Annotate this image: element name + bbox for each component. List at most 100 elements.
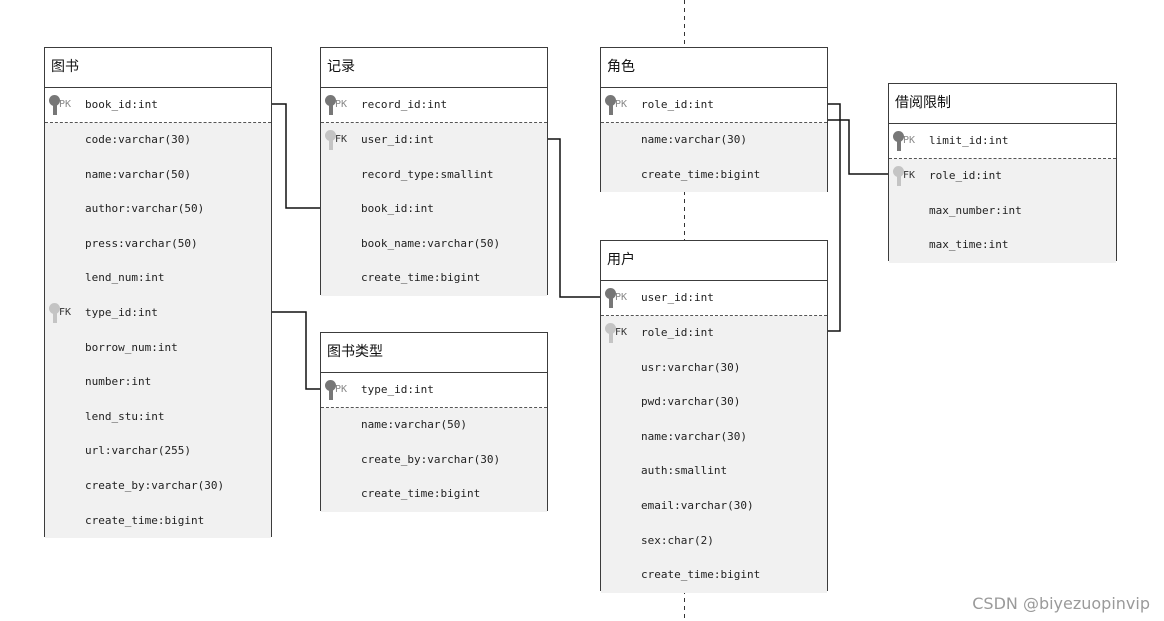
table-user[interactable]: 用户 PK user_id:int FK role_id:int usr:var… <box>600 240 828 593</box>
field-row: create_by:varchar(30) <box>321 443 547 478</box>
table-title: 记录 <box>321 48 547 88</box>
foreign-key-icon <box>325 130 336 150</box>
field-row: url:varchar(255) <box>45 434 271 469</box>
table-title: 图书 <box>45 48 271 88</box>
primary-key-icon <box>893 131 904 151</box>
field-name: author:varchar(50) <box>85 202 205 216</box>
key-tag: PK <box>59 99 72 110</box>
watermark: CSDN @biyezuopinvip <box>972 594 1150 613</box>
field-row: borrow_num:int <box>45 331 271 366</box>
field-row: number:int <box>45 365 271 400</box>
field-row: name:varchar(50) <box>45 158 271 193</box>
table-record[interactable]: 记录 PK record_id:int FK user_id:int recor… <box>320 47 548 296</box>
field-name: user_id:int <box>361 133 434 146</box>
field-name: create_time:bigint <box>641 167 761 181</box>
relation-book-record <box>271 103 321 209</box>
field-name: lend_stu:int <box>85 409 165 423</box>
field-row: press:varchar(50) <box>45 227 271 262</box>
field-name: name:varchar(30) <box>641 429 747 443</box>
field-row: record_type:smallint <box>321 158 547 193</box>
field-row: pwd:varchar(30) <box>601 385 827 420</box>
field-name: lend_num:int <box>85 271 165 285</box>
field-name: create_time:bigint <box>85 513 205 527</box>
field-name: book_id:int <box>85 98 158 111</box>
field-row: author:varchar(50) <box>45 192 271 227</box>
key-tag: PK <box>903 135 916 146</box>
key-tag: FK <box>335 134 348 145</box>
field-row: code:varchar(30) <box>45 123 271 158</box>
field-name: book_id:int <box>361 202 434 216</box>
table-book[interactable]: 图书 PK book_id:int code:varchar(30) name:… <box>44 47 272 539</box>
field-row: lend_num:int <box>45 261 271 296</box>
primary-key-row: PK limit_id:int <box>889 124 1116 159</box>
table-borrow-limit[interactable]: 借阅限制 PK limit_id:int FK role_id:int max_… <box>888 83 1117 263</box>
field-row: email:varchar(30) <box>601 489 827 524</box>
key-tag: PK <box>335 384 348 395</box>
field-row: create_time:bigint <box>601 158 827 193</box>
field-name: type_id:int <box>361 383 434 396</box>
field-name: url:varchar(255) <box>85 444 191 458</box>
field-row: max_number:int <box>889 194 1116 229</box>
field-name: code:varchar(30) <box>85 133 191 146</box>
field-row: create_time:bigint <box>601 558 827 593</box>
field-name: max_time:int <box>929 238 1009 252</box>
field-name: create_by:varchar(30) <box>361 452 501 466</box>
relation-role-limit <box>827 119 889 175</box>
table-title: 用户 <box>601 241 827 281</box>
primary-key-row: PK record_id:int <box>321 88 547 123</box>
relation-record-user <box>547 138 601 298</box>
primary-key-row: PK type_id:int <box>321 373 547 408</box>
field-list: name:varchar(30) create_time:bigint <box>601 123 827 193</box>
field-list: code:varchar(30) name:varchar(50) author… <box>45 123 271 539</box>
primary-key-icon <box>49 95 60 115</box>
primary-key-row: PK user_id:int <box>601 281 827 316</box>
table-role[interactable]: 角色 PK role_id:int name:varchar(30) creat… <box>600 47 828 193</box>
table-title: 角色 <box>601 48 827 88</box>
foreign-key-icon <box>49 302 60 323</box>
field-list: name:varchar(50) create_by:varchar(30) c… <box>321 408 547 512</box>
field-row: FK role_id:int <box>601 316 827 351</box>
field-row: FK type_id:int <box>45 296 271 331</box>
field-name: create_time:bigint <box>361 487 481 501</box>
field-name: user_id:int <box>641 291 714 304</box>
field-row: max_time:int <box>889 228 1116 263</box>
field-name: record_type:smallint <box>361 167 494 181</box>
key-tag: FK <box>903 170 916 181</box>
field-name: name:varchar(50) <box>85 167 191 181</box>
field-name: auth:smallint <box>641 464 728 478</box>
field-name: email:varchar(30) <box>641 498 754 512</box>
table-title: 借阅限制 <box>889 84 1116 124</box>
field-list: FK role_id:int max_number:int max_time:i… <box>889 159 1116 263</box>
field-name: record_id:int <box>361 98 448 111</box>
field-name: borrow_num:int <box>85 340 178 354</box>
field-list: FK role_id:int usr:varchar(30) pwd:varch… <box>601 316 827 593</box>
field-name: create_time:bigint <box>361 271 481 285</box>
relation-book-booktype <box>271 311 321 390</box>
field-row: book_name:varchar(50) <box>321 227 547 262</box>
field-name: pwd:varchar(30) <box>641 395 741 409</box>
field-row: FK role_id:int <box>889 159 1116 194</box>
primary-key-icon <box>325 95 336 115</box>
field-row: create_time:bigint <box>45 504 271 539</box>
primary-key-row: PK book_id:int <box>45 88 271 123</box>
field-name: role_id:int <box>641 326 714 339</box>
table-title: 图书类型 <box>321 333 547 373</box>
field-row: name:varchar(30) <box>601 420 827 455</box>
key-tag: FK <box>615 327 628 338</box>
primary-key-icon <box>605 95 616 115</box>
field-name: role_id:int <box>929 169 1002 182</box>
field-row: create_time:bigint <box>321 261 547 296</box>
primary-key-icon <box>325 380 336 400</box>
field-name: create_by:varchar(30) <box>85 478 225 492</box>
table-book-type[interactable]: 图书类型 PK type_id:int name:varchar(50) cre… <box>320 332 548 512</box>
field-name: create_time:bigint <box>641 568 761 582</box>
field-row: auth:smallint <box>601 454 827 489</box>
primary-key-row: PK role_id:int <box>601 88 827 123</box>
field-name: type_id:int <box>85 305 158 319</box>
key-tag: PK <box>615 292 628 303</box>
foreign-key-icon <box>893 166 904 186</box>
field-row: FK user_id:int <box>321 123 547 158</box>
field-row: create_time:bigint <box>321 477 547 512</box>
relation-role-user <box>827 103 841 332</box>
